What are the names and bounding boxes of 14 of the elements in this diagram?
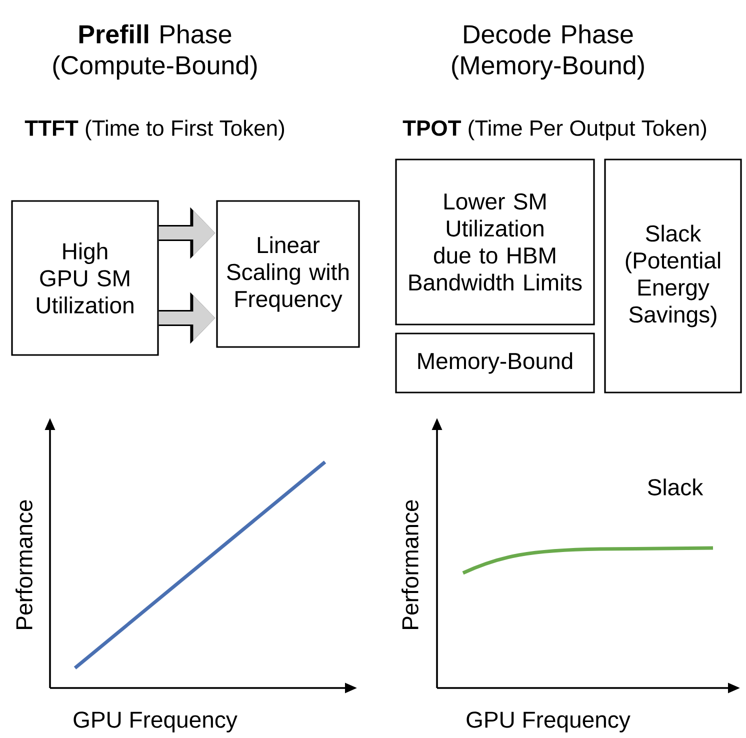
phase-heading: Decode Phase (Memory-Bound)	[452, 24, 644, 80]
text-box: Slack (Potential Energy Savings)	[604, 158, 742, 394]
text-box: Lower SM Utilization due to HBM Bandwidth Limits	[395, 158, 595, 326]
axis-label: GPU Frequency	[466, 712, 630, 732]
metric-heading: TPOT (Time Per Output Token)	[402, 120, 706, 140]
text-box: Memory-Bound	[395, 332, 595, 394]
axis-label: Performance	[402, 500, 418, 629]
chart-label: Slack	[648, 478, 704, 496]
text-box: High GPU SM Utilization	[11, 200, 159, 356]
axis-label: Performance	[16, 500, 32, 629]
axis-label: GPU Frequency	[74, 712, 238, 732]
text-box: Linear Scaling with Frequency	[216, 200, 360, 348]
metric-heading: TTFT (Time to First Token)	[24, 120, 284, 140]
phase-heading: Prefill Phase (Compute-Bound)	[53, 24, 257, 80]
